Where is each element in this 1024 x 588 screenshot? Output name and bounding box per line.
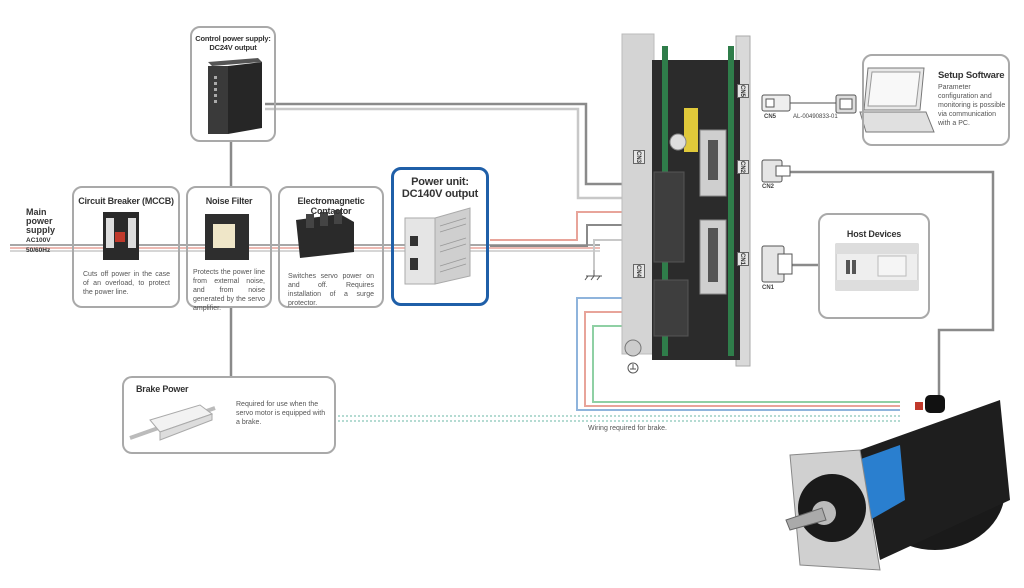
cn2-encoder-cable — [790, 170, 995, 402]
cn5-tag: CN5 — [737, 84, 749, 99]
noise-filter-description: Protects the power line from external no… — [193, 269, 265, 312]
setup-software-description: Parameter configuration and monitoring i… — [938, 84, 1006, 127]
cn1-connector-label: CN1 — [762, 285, 775, 291]
cn5-connector-label: CN5 — [764, 114, 777, 120]
control-power-title-line2: DC24V output — [209, 43, 257, 52]
electromagnetic-contactor-box[interactable]: Electromagnetic Contactor Switches servo… — [278, 186, 384, 308]
power-unit-box[interactable]: Power unit: DC140V output — [391, 167, 489, 306]
cn4-tag: CN4 — [633, 264, 645, 279]
noise-filter-device — [205, 214, 249, 260]
cn2-connector-icon — [761, 159, 791, 183]
host-device-plc — [835, 243, 919, 291]
cn2-connector-label: CN2 — [762, 184, 775, 190]
brake-wiring-note: Wiring required for brake. — [588, 425, 667, 432]
brake-power-title: Brake Power — [136, 384, 189, 394]
cn2-tag: CN2 — [737, 160, 749, 175]
cn3-tag: CN3 — [633, 150, 645, 165]
setup-software-box[interactable]: Setup Software Parameter configuration a… — [862, 54, 1010, 146]
noise-filter-box[interactable]: Noise Filter Protects the power line fro… — [186, 186, 272, 312]
host-devices-box[interactable]: Host Devices — [818, 213, 930, 319]
power-unit-device — [404, 207, 471, 285]
brake-wiring-dotted — [338, 415, 900, 422]
power-unit-title-line2: DC140V output — [401, 188, 479, 200]
control-power-title-line1: Control power supply: — [195, 34, 271, 43]
cn5-pc-cable — [761, 94, 857, 114]
circuit-breaker-description: Cuts off power in the case of an overloa… — [83, 271, 170, 296]
control-power-supply-device — [208, 58, 262, 134]
brake-power-box[interactable]: Brake Power Required for use when the se… — [122, 376, 336, 454]
cn1-connector-icon — [761, 245, 793, 283]
main-power-supply-label: Main power supply AC100V 50/60Hz — [26, 207, 56, 255]
circuit-breaker-title: Circuit Breaker (MCCB) — [78, 196, 174, 206]
servo-amplifier — [621, 33, 751, 374]
contactor-device — [296, 210, 354, 258]
noise-filter-title: Noise Filter — [205, 196, 253, 206]
cn1-tag: CN1 — [737, 252, 749, 267]
setup-software-title: Setup Software — [938, 70, 1005, 81]
servo-motor — [785, 395, 1010, 571]
host-devices-title: Host Devices — [846, 229, 902, 239]
contactor-description: Switches servo power on and off. Require… — [288, 273, 374, 307]
laptop-device — [859, 67, 935, 133]
brake-power-device — [129, 404, 216, 441]
circuit-breaker-device — [103, 212, 139, 260]
power-unit-title-line1: Power unit: — [411, 176, 469, 188]
control-power-supply-box[interactable]: Control power supply: DC24V output — [190, 26, 276, 142]
contactor-title: Electromagnetic Contactor — [297, 196, 365, 216]
cable-part-number: AL-00490833-01 — [793, 114, 838, 120]
brake-power-description: Required for use when the servo motor is… — [236, 401, 326, 426]
ground-symbol-icon — [584, 270, 602, 281]
circuit-breaker-box[interactable]: Circuit Breaker (MCCB) Cuts off power in… — [72, 186, 180, 308]
